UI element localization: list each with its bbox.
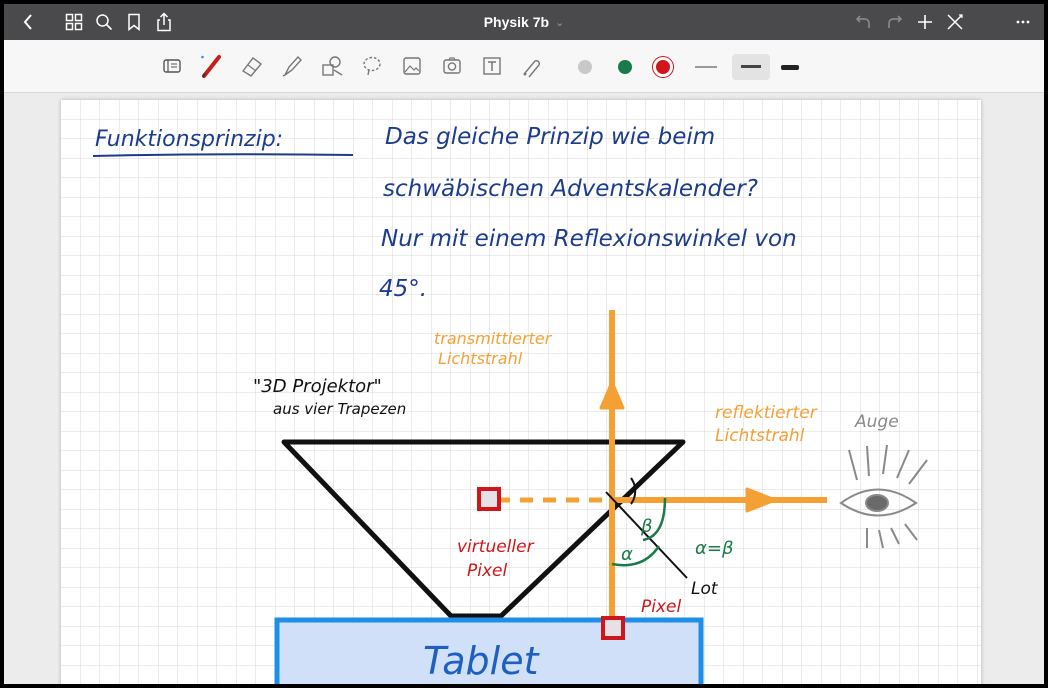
text-line-1: Das gleiche Prinzip wie beim bbox=[385, 124, 715, 150]
image-icon[interactable] bbox=[396, 50, 428, 82]
heading-text: Funktionsprinzip: bbox=[95, 127, 283, 152]
label-virtual-pixel-1: virtueller bbox=[457, 537, 535, 557]
back-icon[interactable] bbox=[14, 4, 42, 40]
text-icon[interactable] bbox=[476, 50, 508, 82]
stroke-width-thick[interactable] bbox=[781, 65, 799, 70]
camera-icon[interactable] bbox=[436, 50, 468, 82]
angle-arc-alpha bbox=[611, 545, 661, 567]
pen-icon[interactable] bbox=[196, 50, 228, 82]
color-swatch-gray[interactable] bbox=[578, 60, 592, 74]
label-equation: α=β bbox=[695, 538, 733, 559]
label-tablet: Tablet bbox=[423, 639, 541, 683]
beam-arrow-right bbox=[745, 487, 777, 513]
angle-arc-black bbox=[630, 477, 637, 505]
more-icon[interactable] bbox=[1010, 4, 1036, 40]
lasso-icon[interactable] bbox=[356, 50, 388, 82]
shapes-icon[interactable] bbox=[316, 50, 348, 82]
label-projector-1: "3D Projektor" bbox=[253, 376, 382, 397]
heading-underline bbox=[92, 153, 354, 157]
label-beta: β bbox=[640, 516, 653, 537]
text-line-3: Nur mit einem Reflexionswinkel von bbox=[381, 226, 797, 252]
undo-icon[interactable] bbox=[850, 4, 876, 40]
label-pixel: Pixel bbox=[641, 597, 681, 617]
label-transmitted-2: Lichtstrahl bbox=[438, 349, 523, 368]
label-alpha: α bbox=[621, 544, 633, 565]
color-swatch-green[interactable] bbox=[618, 60, 632, 74]
text-line-2: schwäbischen Adventskalender? bbox=[383, 176, 758, 202]
label-virtual-pixel-2: Pixel bbox=[467, 561, 507, 581]
grid-icon[interactable] bbox=[60, 4, 88, 40]
reader-icon[interactable] bbox=[156, 50, 188, 82]
add-page-icon[interactable] bbox=[912, 4, 938, 40]
highlighter-icon[interactable] bbox=[276, 50, 308, 82]
chevron-down-icon: ⌄ bbox=[555, 16, 565, 29]
tool-bar bbox=[4, 40, 1044, 93]
virtual-pixel-square bbox=[477, 487, 501, 511]
beam-arrow-up bbox=[599, 380, 625, 410]
label-transmitted-1: transmittierter bbox=[434, 329, 553, 348]
label-reflected-1: reflektierter bbox=[715, 403, 818, 423]
top-bar: Physik 7b ⌄ bbox=[4, 4, 1044, 40]
eye-drawing bbox=[839, 444, 928, 549]
laser-icon[interactable] bbox=[516, 50, 548, 82]
label-reflected-2: Lichtstrahl bbox=[715, 426, 805, 446]
stroke-width-medium-selected[interactable] bbox=[732, 54, 770, 80]
note-page[interactable]: Funktionsprinzip: Das gleiche Prinzip wi… bbox=[61, 100, 981, 684]
redo-icon[interactable] bbox=[882, 4, 908, 40]
app-window: Physik 7b ⌄ bbox=[4, 4, 1044, 684]
grid-background bbox=[61, 100, 981, 684]
search-icon[interactable] bbox=[90, 4, 118, 40]
close-edit-icon[interactable] bbox=[942, 4, 968, 40]
color-swatch-red-selected[interactable] bbox=[656, 60, 670, 74]
text-line-4: 45°. bbox=[379, 276, 427, 302]
pixel-square bbox=[601, 616, 625, 640]
label-lot: Lot bbox=[691, 579, 719, 599]
label-projector-2: aus vier Trapezen bbox=[273, 400, 406, 418]
label-eye: Auge bbox=[854, 412, 899, 432]
document-title-text: Physik 7b bbox=[483, 14, 550, 30]
angle-arc-beta bbox=[642, 497, 667, 542]
eraser-icon[interactable] bbox=[236, 50, 268, 82]
projector-trapezoid bbox=[281, 439, 686, 619]
share-icon[interactable] bbox=[150, 4, 178, 40]
tablet-rect bbox=[274, 617, 704, 684]
normal-line-lot bbox=[605, 491, 688, 579]
bookmark-icon[interactable] bbox=[120, 4, 148, 40]
stroke-width-thin[interactable] bbox=[695, 66, 717, 68]
